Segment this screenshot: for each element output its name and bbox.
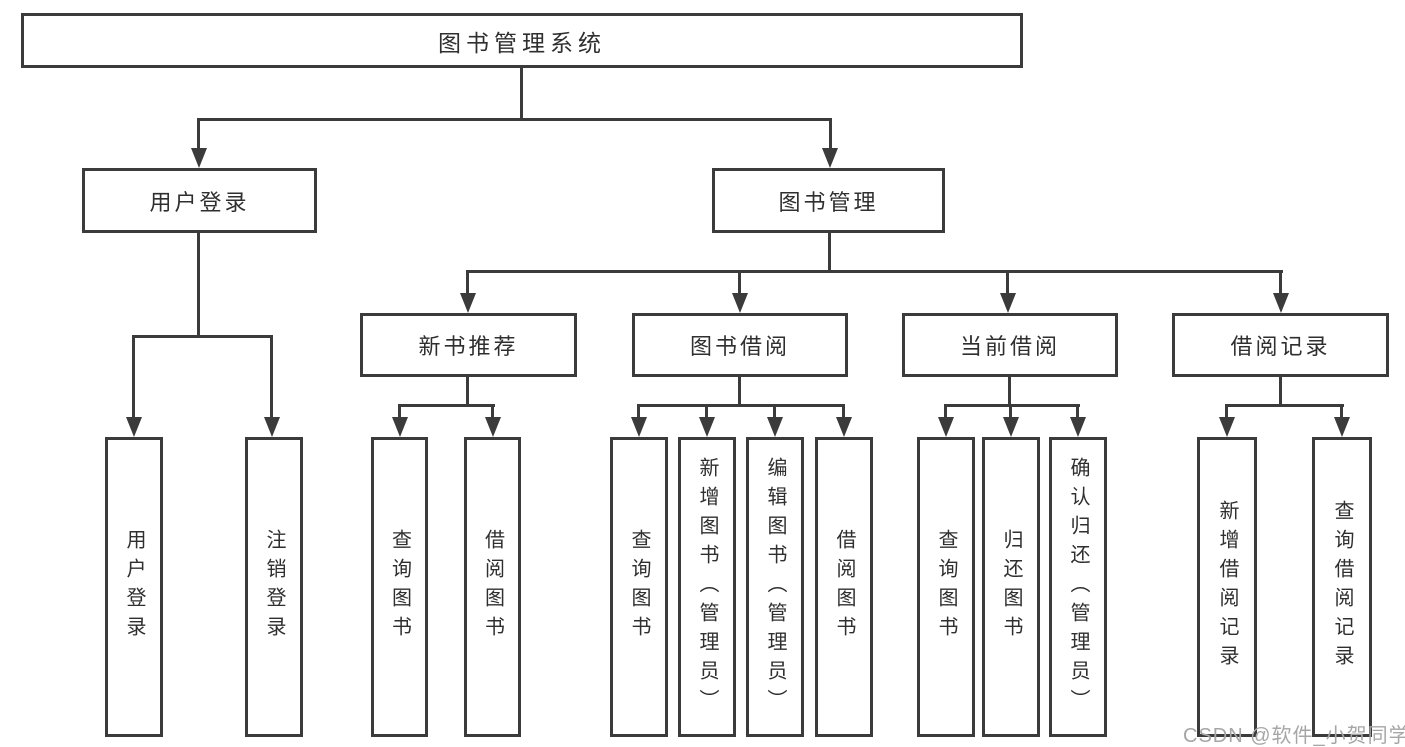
leaf-borrow-book: 借阅图书 (815, 437, 873, 737)
leaf-edit-book-admin: 编辑图书（管理员） (746, 437, 804, 737)
node-root: 图书管理系统 (21, 13, 1023, 68)
connector-borrow-record-vline (1279, 377, 1282, 406)
connector-drop-user-login (197, 118, 200, 152)
leaf-add-book-admin: 新增图书（管理员） (678, 437, 736, 737)
connector-drop-leaf (637, 404, 640, 420)
connector-drop-new-book (466, 270, 469, 296)
arrow-down-icon (836, 417, 852, 437)
connector-current-borrow-vline (1008, 377, 1011, 406)
connector-drop-leaf (773, 404, 776, 420)
connector-drop-leaf (1076, 404, 1079, 420)
arrow-down-icon (938, 417, 954, 437)
connector-drop-leaf (132, 335, 135, 419)
watermark: CSDN @软件_小贺同学 (1183, 725, 1405, 747)
connector-user-login-vline (197, 233, 200, 337)
connector-book-borrow-vline (738, 377, 741, 406)
connector-borrow-record-hline (1225, 404, 1344, 407)
connector-root-hline (197, 118, 832, 121)
node-user-login: 用户登录 (82, 168, 317, 233)
node-current-borrow: 当前借阅 (902, 313, 1118, 377)
arrow-down-icon (699, 417, 715, 437)
arrow-down-icon (1003, 417, 1019, 437)
arrow-down-icon (1273, 293, 1289, 313)
node-book-borrow: 图书借阅 (632, 313, 848, 377)
connector-book-mgmt-vline (828, 233, 831, 273)
arrow-down-icon (767, 417, 783, 437)
leaf-query-borrow-record: 查询借阅记录 (1312, 437, 1372, 737)
connector-book-borrow-hline (637, 404, 845, 407)
connector-new-book-vline (466, 377, 469, 406)
connector-new-book-hline (398, 404, 495, 407)
connector-user-login-hline (132, 335, 273, 338)
connector-drop-leaf (705, 404, 708, 420)
connector-drop-leaf (398, 404, 401, 420)
arrow-down-icon (1219, 417, 1235, 437)
leaf-query-book-recommend: 查询图书 (371, 437, 428, 737)
connector-drop-leaf (1225, 404, 1228, 420)
arrow-down-icon (822, 148, 838, 168)
arrow-down-icon (732, 293, 748, 313)
connector-drop-borrow-record (1279, 270, 1282, 296)
leaf-add-borrow-record: 新增借阅记录 (1197, 437, 1257, 737)
connector-drop-leaf (1340, 404, 1343, 420)
leaf-user-login: 用户登录 (105, 437, 163, 737)
arrow-down-icon (485, 417, 501, 437)
node-book-management: 图书管理 (712, 168, 945, 233)
connector-drop-leaf (944, 404, 947, 420)
connector-drop-current-borrow (1006, 270, 1009, 296)
arrow-down-icon (1000, 293, 1016, 313)
connector-book-mgmt-hline (466, 270, 1283, 273)
connector-current-borrow-hline (944, 404, 1080, 407)
arrow-down-icon (1334, 417, 1350, 437)
arrow-down-icon (126, 417, 142, 437)
connector-drop-book-management (829, 118, 832, 152)
arrow-down-icon (1070, 417, 1086, 437)
arrow-down-icon (460, 293, 476, 313)
leaf-confirm-return-admin: 确认归还（管理员） (1049, 437, 1107, 737)
connector-drop-leaf (842, 404, 845, 420)
leaf-return-book: 归还图书 (982, 437, 1040, 737)
arrow-down-icon (264, 417, 280, 437)
leaf-logout-login: 注销登录 (245, 437, 303, 737)
leaf-borrow-book-recommend: 借阅图书 (464, 437, 521, 737)
connector-drop-leaf (491, 404, 494, 420)
arrow-down-icon (392, 417, 408, 437)
leaf-query-book-borrow: 查询图书 (610, 437, 668, 737)
arrow-down-icon (191, 148, 207, 168)
connector-drop-leaf (270, 335, 273, 419)
arrow-down-icon (631, 417, 647, 437)
node-borrow-record: 借阅记录 (1172, 313, 1389, 377)
leaf-query-book-current: 查询图书 (917, 437, 975, 737)
connector-root-vline (520, 68, 523, 119)
connector-drop-leaf (1009, 404, 1012, 420)
node-new-book-recommend: 新书推荐 (360, 313, 577, 377)
connector-drop-book-borrow (738, 270, 741, 296)
